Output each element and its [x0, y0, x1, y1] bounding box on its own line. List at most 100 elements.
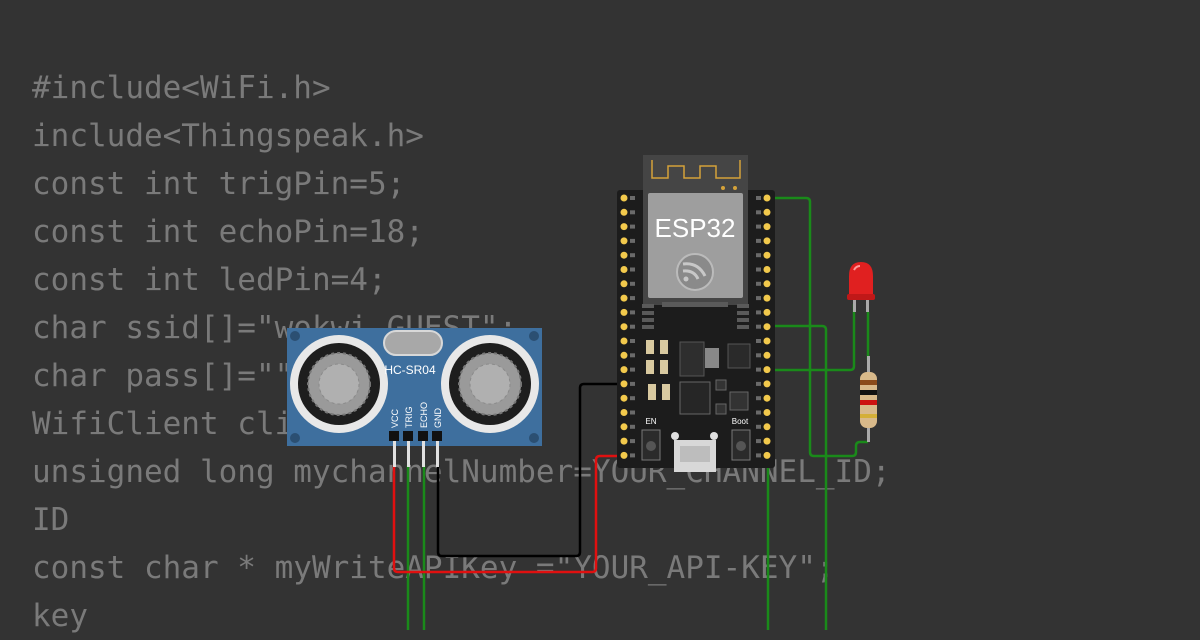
header-pin[interactable]: [620, 308, 628, 316]
header-pin[interactable]: [620, 409, 628, 416]
pin-silkscreen: [756, 439, 761, 444]
sensor-model-label: HC-SR04: [384, 363, 436, 377]
header-pin[interactable]: [763, 423, 771, 431]
pin-silkscreen: [630, 224, 635, 229]
crystal-icon: [383, 330, 443, 356]
pin-echo[interactable]: [422, 441, 425, 467]
pin-silkscreen: [630, 196, 635, 200]
code-line-7: char pass[]="";: [32, 358, 312, 394]
pin-silkscreen: [630, 267, 635, 272]
header-pin[interactable]: [620, 208, 628, 216]
pin-silkscreen: [630, 210, 635, 215]
pin-silkscreen: [630, 253, 635, 258]
header-pin[interactable]: [620, 451, 628, 459]
pin-silkscreen: [756, 453, 761, 458]
mount-hole: [290, 433, 300, 443]
header-pin[interactable]: [763, 394, 771, 402]
header-pin[interactable]: [763, 251, 771, 259]
led-leg-anode: [866, 296, 869, 312]
led-leg-cathode: [853, 296, 856, 312]
pin-silkscreen: [630, 339, 635, 343]
esp32-board[interactable]: ESP32: [617, 155, 775, 472]
led-rim: [847, 294, 875, 300]
header-pin[interactable]: [763, 308, 771, 316]
ultrasonic-sensor[interactable]: HC-SR04 VCC TRIG ECHO GND: [287, 328, 542, 467]
header-pin[interactable]: [763, 366, 771, 374]
resistor-band-3: [860, 400, 877, 405]
pin-silkscreen: [630, 324, 635, 329]
code-line-3: const int trigPin=5;: [32, 166, 406, 202]
led-body-icon: [849, 262, 873, 298]
wire-gnd-black[interactable]: [436, 382, 622, 558]
mount-hole: [529, 433, 539, 443]
pin-trig[interactable]: [407, 441, 410, 467]
pin-silkscreen: [756, 281, 761, 286]
header-pin[interactable]: [620, 380, 628, 388]
header-pin[interactable]: [620, 266, 628, 273]
pin-silkscreen: [756, 296, 761, 301]
pin-silkscreen: [756, 353, 761, 358]
resistor[interactable]: [860, 356, 877, 442]
header-pin[interactable]: [763, 351, 771, 359]
pin-silkscreen: [630, 396, 635, 401]
header-pin[interactable]: [763, 208, 771, 216]
header-pin[interactable]: [763, 437, 771, 445]
code-line-4: const int echoPin=18;: [32, 214, 424, 250]
pin-silkscreen: [756, 381, 761, 386]
board-label: ESP32: [655, 213, 736, 243]
pin-label-trig: TRIG: [404, 407, 414, 429]
pin-silkscreen: [630, 367, 635, 372]
boot-label: Boot: [732, 417, 749, 426]
header-pin[interactable]: [620, 423, 628, 431]
pin-label-gnd: GND: [433, 408, 443, 429]
pin-silkscreen: [756, 339, 761, 343]
header-pin[interactable]: [620, 366, 628, 374]
header-pin[interactable]: [763, 337, 771, 345]
header-pin[interactable]: [763, 380, 771, 388]
header-pin[interactable]: [620, 237, 628, 245]
boot-button-cap: [736, 441, 746, 451]
header-pin[interactable]: [763, 323, 771, 331]
module-pads: [642, 302, 749, 329]
header-pin[interactable]: [620, 251, 628, 259]
header-pin[interactable]: [620, 323, 628, 331]
pin-silkscreen: [756, 253, 761, 258]
pin-silkscreen: [756, 324, 761, 329]
pin-silkscreen: [756, 224, 761, 229]
pin-silkscreen: [630, 453, 635, 458]
antenna-trace-icon: [651, 160, 741, 179]
pin-silkscreen: [630, 410, 635, 415]
header-pin[interactable]: [620, 294, 628, 302]
header-pin[interactable]: [763, 266, 771, 273]
wire-pin18-green[interactable]: [768, 324, 828, 630]
header-pin[interactable]: [620, 194, 628, 202]
pin-silkscreen: [756, 210, 761, 215]
header-pin[interactable]: [763, 194, 771, 202]
wire-pin4-green[interactable]: [768, 304, 856, 372]
pin-silkscreen: [630, 381, 635, 386]
header-pin[interactable]: [620, 351, 628, 359]
wire-vcc-red[interactable]: [392, 454, 622, 574]
header-pin[interactable]: [763, 223, 771, 231]
red-led[interactable]: [847, 262, 875, 312]
header-pin[interactable]: [620, 223, 628, 231]
wire-gnd-right-green[interactable]: [768, 196, 868, 458]
header-pins-right: [756, 194, 771, 459]
header-pin[interactable]: [763, 451, 771, 459]
code-line-2: include<Thingspeak.h>: [32, 118, 424, 154]
header-pin[interactable]: [763, 237, 771, 245]
pin-vcc[interactable]: [393, 441, 396, 467]
usb-port-icon[interactable]: [671, 432, 718, 472]
header-pin[interactable]: [763, 294, 771, 302]
header-pin[interactable]: [620, 280, 628, 288]
resistor-band-4: [860, 414, 877, 418]
code-line-12: key: [32, 598, 88, 634]
code-line-5: const int ledPin=4;: [32, 262, 387, 298]
header-pin[interactable]: [763, 280, 771, 288]
header-pin[interactable]: [620, 394, 628, 402]
pin-gnd[interactable]: [436, 441, 439, 467]
header-pin[interactable]: [620, 337, 628, 345]
header-pin[interactable]: [620, 437, 628, 445]
header-pin[interactable]: [763, 409, 771, 416]
